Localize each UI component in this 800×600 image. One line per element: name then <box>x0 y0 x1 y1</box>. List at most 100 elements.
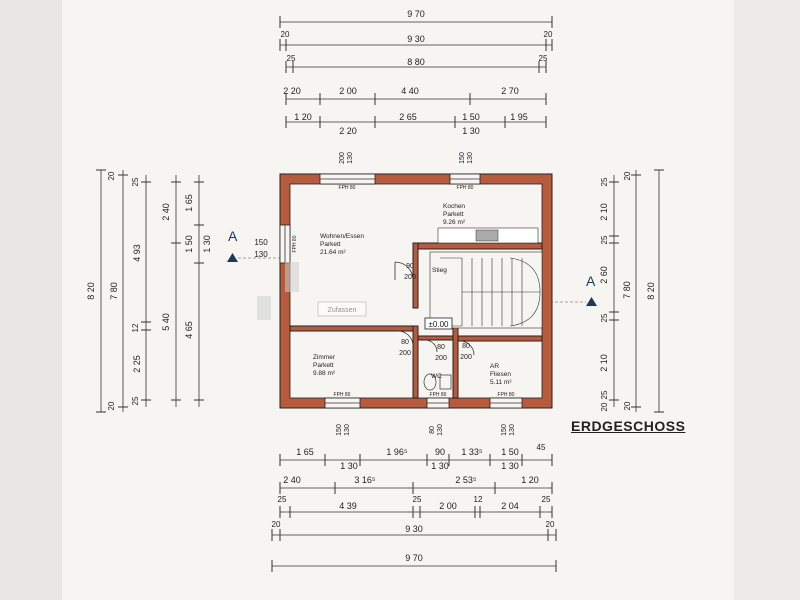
section-marker-right: A <box>550 273 597 306</box>
section-left-dim: 130 <box>254 250 268 259</box>
svg-text:A: A <box>228 228 238 244</box>
svg-text:150: 150 <box>459 152 466 164</box>
bottom-dim-label: 20 <box>272 520 281 529</box>
left-dim-label: 1 50 <box>184 235 194 253</box>
svg-text:200: 200 <box>404 274 416 281</box>
fph-labels: FPH 80 FPH 80 FPH 80 FPH 80 FPH 80 FPH 8… <box>292 185 515 398</box>
svg-text:9.26 m²: 9.26 m² <box>443 219 466 226</box>
bottom-dim-label: 2 04 <box>501 501 519 511</box>
svg-text:80: 80 <box>401 339 409 346</box>
left-dim-label: 25 <box>131 396 140 405</box>
section-marker-left: A 150 130 <box>227 228 280 262</box>
svg-text:Zimmer: Zimmer <box>313 354 336 361</box>
right-dim-label: 20 <box>623 171 632 180</box>
bottom-dim-label: 9 70 <box>405 553 423 563</box>
bottom-dim-label: 90 <box>435 447 445 457</box>
svg-text:FPH 80: FPH 80 <box>430 392 447 398</box>
watermark: Zufassen <box>257 262 367 320</box>
svg-text:90: 90 <box>406 263 414 270</box>
right-dim-label: 20 <box>600 402 609 411</box>
svg-text:FPH 80: FPH 80 <box>334 392 351 398</box>
bottom-dim-label: 1 96⁵ <box>386 447 408 457</box>
room-zimmer: Zimmer Parkett 9.88 m² <box>313 354 336 377</box>
room-ar: AR Fliesen 5.11 m² <box>490 363 512 386</box>
svg-text:130: 130 <box>344 424 351 436</box>
bottom-dim-label: 2 40 <box>283 475 301 485</box>
svg-text:130: 130 <box>347 152 354 164</box>
svg-text:Wohnen/Essen: Wohnen/Essen <box>320 233 364 240</box>
bottom-dim-label: 1 20 <box>521 475 539 485</box>
top-dimensions: 9 70 20 9 30 20 25 8 80 25 2 20 2 00 4 4… <box>279 9 553 136</box>
left-dim-label: 2 25 <box>132 355 142 373</box>
svg-text:±0.00: ±0.00 <box>429 320 450 329</box>
level-marker: ±0.00 <box>424 317 453 330</box>
svg-text:200: 200 <box>339 152 346 164</box>
left-dim-label: 4 65 <box>184 321 194 339</box>
left-margin <box>0 0 62 600</box>
bottom-dim-label: 9 30 <box>405 524 423 534</box>
room-kochen: Kochen Parkett 9.26 m² <box>443 203 466 226</box>
svg-text:130: 130 <box>467 152 474 164</box>
top-dim-label: 8 80 <box>407 57 425 67</box>
svg-text:80: 80 <box>429 426 436 434</box>
right-dim-label: 25 <box>600 235 609 244</box>
bottom-dim-label: 3 16⁵ <box>354 475 376 485</box>
right-dim-label: 25 <box>600 313 609 322</box>
top-dim-label: 2 70 <box>501 86 519 96</box>
bottom-dim-label: 20 <box>546 520 555 529</box>
top-dim-label: 9 70 <box>407 9 425 19</box>
top-dim-label: 1 30 <box>462 126 480 136</box>
svg-text:AR: AR <box>490 363 499 370</box>
top-dim-label: 20 <box>281 30 290 39</box>
svg-text:Stieg: Stieg <box>432 267 447 274</box>
left-dim-label: 20 <box>107 401 116 410</box>
bottom-dim-label: 1 30 <box>340 461 358 471</box>
svg-text:130: 130 <box>509 424 516 436</box>
left-dim-label: 1 65 <box>184 194 194 212</box>
svg-text:Kochen: Kochen <box>443 203 465 210</box>
room-wohnen: Wohnen/Essen Parkett 21.64 m² <box>320 233 364 256</box>
right-dim-label: 2 10 <box>599 203 609 221</box>
right-dim-label: 20 <box>623 401 632 410</box>
right-dim-label: 2 10 <box>599 354 609 372</box>
svg-text:FPH 80: FPH 80 <box>498 392 515 398</box>
right-dim-label: 2 60 <box>599 266 609 284</box>
svg-text:9.88 m²: 9.88 m² <box>313 370 336 377</box>
svg-text:80: 80 <box>437 344 445 351</box>
svg-text:80: 80 <box>462 343 470 350</box>
svg-text:150: 150 <box>336 424 343 436</box>
building-walls <box>279 173 553 409</box>
svg-text:Parkett: Parkett <box>313 362 334 369</box>
top-dim-label: 2 20 <box>283 86 301 96</box>
svg-text:Zufassen: Zufassen <box>328 307 357 314</box>
svg-text:150: 150 <box>501 424 508 436</box>
bottom-dim-label: 1 30 <box>431 461 449 471</box>
svg-text:FPH 80: FPH 80 <box>292 235 298 252</box>
bottom-dim-label: 2 00 <box>439 501 457 511</box>
top-dim-label: 2 00 <box>339 86 357 96</box>
top-dim-label: 20 <box>544 30 553 39</box>
left-dim-label: 1 30 <box>202 235 212 253</box>
top-dim-label: 9 30 <box>407 34 425 44</box>
bottom-dim-label: 45 <box>537 443 546 452</box>
top-dim-label: 1 50 <box>462 112 480 122</box>
right-margin <box>734 0 800 600</box>
right-dim-label: 25 <box>600 390 609 399</box>
left-dim-label: 4 93 <box>132 244 142 262</box>
svg-text:FPH 80: FPH 80 <box>339 185 356 191</box>
right-dim-label: 25 <box>600 177 609 186</box>
svg-text:200: 200 <box>435 355 447 362</box>
svg-text:200: 200 <box>399 350 411 357</box>
door-labels: 90 200 80 200 80 200 80 200 <box>399 263 472 362</box>
top-dim-label: 25 <box>287 54 296 63</box>
left-dim-label: 2 40 <box>161 203 171 221</box>
svg-text:5.11 m²: 5.11 m² <box>490 379 512 386</box>
bottom-dim-label: 2 53⁵ <box>455 475 477 485</box>
right-dim-label: 7 80 <box>622 281 632 299</box>
svg-text:Parkett: Parkett <box>320 241 341 248</box>
room-stieg: Stieg <box>432 267 447 274</box>
left-dim-label: 12 <box>131 323 140 332</box>
svg-text:21.64 m²: 21.64 m² <box>320 249 346 256</box>
